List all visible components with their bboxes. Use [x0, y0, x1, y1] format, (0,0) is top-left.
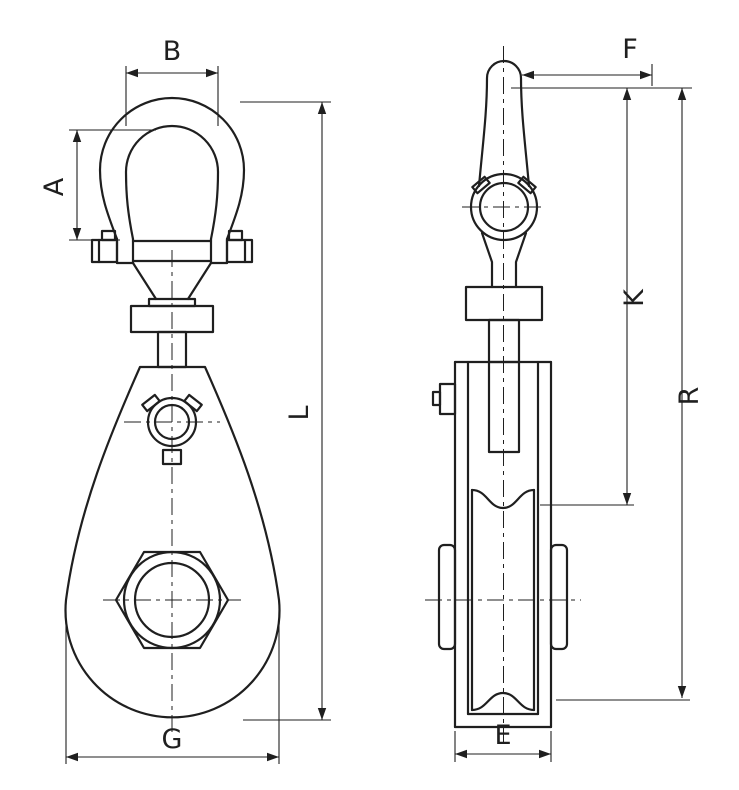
side-axle-bosses — [437, 543, 569, 651]
dim-label-A: A — [39, 177, 70, 196]
center-lines — [103, 46, 581, 744]
neck-taper — [131, 261, 213, 301]
sheave-groove-bottom — [470, 691, 536, 712]
side-swivel-boss — [469, 172, 539, 242]
dim-label-E: E — [494, 720, 511, 751]
pin-nut — [225, 238, 254, 264]
upper-hole-bottom-tab — [161, 448, 183, 466]
inner-plate-edges — [466, 360, 540, 716]
swivel-boss-inner — [478, 181, 530, 233]
axle-hex-nut — [114, 550, 230, 650]
dim-label-F: F — [622, 34, 638, 65]
dim-label-G: G — [162, 724, 183, 755]
eye-profile — [477, 59, 531, 188]
sheave-groove-top — [470, 488, 536, 510]
sheave-rims — [470, 488, 536, 712]
swivel-boss-outer — [469, 172, 539, 242]
side-body-plates — [431, 360, 553, 729]
pin-clip-right — [227, 229, 244, 242]
upper-swivel-hole — [141, 393, 203, 466]
body-bottom-edges — [453, 712, 553, 729]
upper-hole-tab-right — [183, 393, 203, 413]
pin-body-lines — [115, 239, 229, 265]
swivel-tab-right — [517, 175, 537, 195]
dim-label-L: L — [284, 405, 315, 420]
side-view — [431, 59, 569, 729]
dimension-lines — [65, 64, 692, 764]
shackle-inner-contour — [124, 124, 220, 241]
dim-B-extension-lines — [125, 66, 219, 126]
body-plate — [64, 365, 281, 719]
sheave — [470, 488, 536, 712]
dim-label-R: R — [674, 387, 705, 406]
side-neck-taper — [480, 231, 528, 289]
pin-clip-left — [100, 229, 117, 242]
shackle-pin — [90, 229, 254, 265]
dim-label-B: B — [163, 36, 182, 67]
shackle-bow — [98, 96, 246, 241]
dim-L-extension-lines — [240, 101, 331, 721]
dim-A-extension-lines — [69, 129, 156, 241]
hex-nut-outline — [114, 550, 230, 650]
side-latch-block — [438, 382, 457, 416]
axle-bore — [133, 561, 211, 639]
axle-boss-left — [437, 543, 457, 651]
dim-G-extension-lines — [65, 610, 280, 764]
dimension-labels: B A L G F K R E — [39, 34, 705, 755]
side-latch-pin — [431, 390, 442, 407]
stem-inside-body — [487, 360, 521, 454]
swivel-tab-left — [471, 175, 491, 195]
outer-plate-edges — [453, 360, 553, 729]
drawing-lines — [64, 46, 692, 764]
axle-boss-right — [549, 543, 569, 651]
front-view — [64, 96, 281, 719]
upper-hole-outer — [146, 396, 198, 448]
shackle-outer-contour — [98, 96, 246, 241]
dim-label-K: K — [619, 288, 650, 307]
pin-head — [90, 238, 119, 264]
upper-hole-tab-left — [141, 393, 161, 413]
hex-washer-face — [122, 550, 222, 650]
upper-hole-inner — [153, 403, 191, 441]
